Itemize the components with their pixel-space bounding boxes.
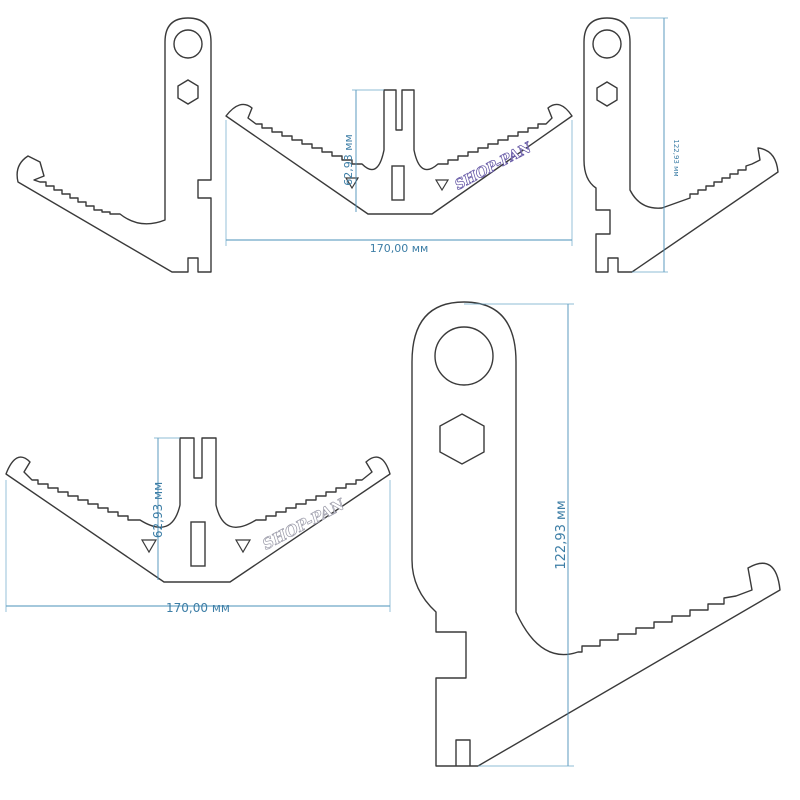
part-side-view-right-small: 122,93 мм <box>583 17 779 273</box>
hex-hole-small <box>596 81 618 107</box>
width-dim-label-top: 170,00 мм <box>370 242 429 255</box>
height-dim-label-small: 122,93 мм <box>672 139 680 176</box>
slot-hole-bottom <box>190 521 206 567</box>
marker-triangle-left <box>344 177 360 190</box>
height-dim-label-bottom: 62,93 мм <box>151 482 165 538</box>
part-side-view-right-large: 122,93 мм <box>411 301 781 767</box>
part-front-view-bottom: SHOP-PAN 62,93 мм 170,00 мм <box>5 437 391 615</box>
pivot-hole-large <box>434 326 494 386</box>
slot-hole <box>391 165 405 201</box>
width-dim-label-bottom: 170,00 мм <box>166 601 230 615</box>
hex-hole-large <box>439 413 485 465</box>
marker-triangle-right <box>434 179 450 192</box>
part-front-view-top: SHOP-PAN 62,93 мм 170,00 мм <box>225 89 573 255</box>
height-dim-label-top: 62,93 мм <box>342 134 355 186</box>
pivot-hole-small <box>592 29 622 59</box>
marker-triangle-left-bottom <box>140 539 158 554</box>
pivot-hole <box>173 29 203 59</box>
part-side-view-left <box>16 17 212 273</box>
height-dim-label-large: 122,93 мм <box>554 500 569 569</box>
hex-hole <box>177 79 199 105</box>
marker-triangle-right-bottom <box>234 539 252 554</box>
